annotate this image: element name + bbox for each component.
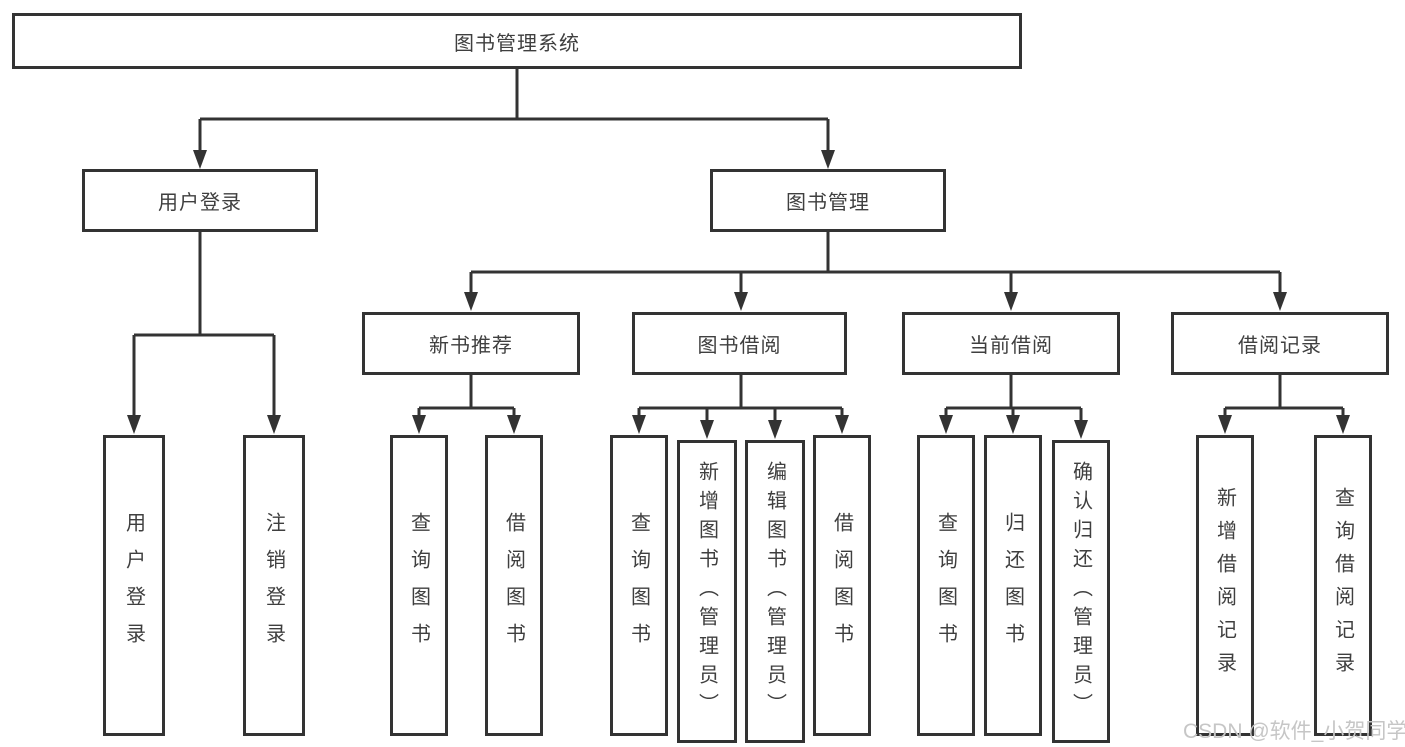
arrowhead [1004, 292, 1018, 311]
leaf-user-login: 用户登录 [103, 435, 165, 736]
arrowhead [267, 415, 281, 434]
arrowhead [1074, 420, 1088, 439]
arrowhead [632, 415, 646, 434]
node-current-borrow: 当前借阅 [902, 312, 1120, 375]
leaf-recommend-search-book: 查询图书 [390, 435, 448, 736]
csdn-watermark: CSDN @软件_小贺同学 [1183, 720, 1405, 743]
arrowhead [821, 150, 835, 169]
arrowhead [768, 420, 782, 439]
node-book-borrow: 图书借阅 [632, 312, 847, 375]
arrowhead [193, 150, 207, 169]
connector-path [132, 69, 1345, 426]
arrowheads [127, 150, 1350, 439]
arrowhead [700, 420, 714, 439]
arrowhead [734, 292, 748, 311]
arrowhead [1273, 292, 1287, 311]
arrowhead [939, 415, 953, 434]
arrowhead [412, 415, 426, 434]
node-root: 图书管理系统 [12, 13, 1022, 69]
leaf-records-add-record: 新增借阅记录 [1196, 435, 1254, 736]
arrowhead [1336, 415, 1350, 434]
node-book-management: 图书管理 [710, 169, 946, 232]
arrowhead [835, 415, 849, 434]
leaf-records-search-record: 查询借阅记录 [1314, 435, 1372, 736]
node-new-book-recommend: 新书推荐 [362, 312, 580, 375]
leaf-current-confirm-return-admin: 确认归还（管理员） [1052, 440, 1110, 743]
leaf-borrow-search-book: 查询图书 [610, 435, 668, 736]
node-user-login: 用户登录 [82, 169, 318, 232]
leaf-logout: 注销登录 [243, 435, 305, 736]
arrowhead [1006, 415, 1020, 434]
arrowhead [507, 415, 521, 434]
leaf-recommend-borrow-book: 借阅图书 [485, 435, 543, 736]
arrowhead [464, 292, 478, 311]
node-borrow-records: 借阅记录 [1171, 312, 1389, 375]
leaf-borrow-edit-book-admin: 编辑图书（管理员） [745, 440, 805, 743]
arrowhead [127, 415, 141, 434]
arrowhead [1218, 415, 1232, 434]
leaf-current-search-book: 查询图书 [917, 435, 975, 736]
leaf-borrow-borrow-book: 借阅图书 [813, 435, 871, 736]
leaf-current-return-book: 归还图书 [984, 435, 1042, 736]
leaf-borrow-add-book-admin: 新增图书（管理员） [677, 440, 737, 743]
